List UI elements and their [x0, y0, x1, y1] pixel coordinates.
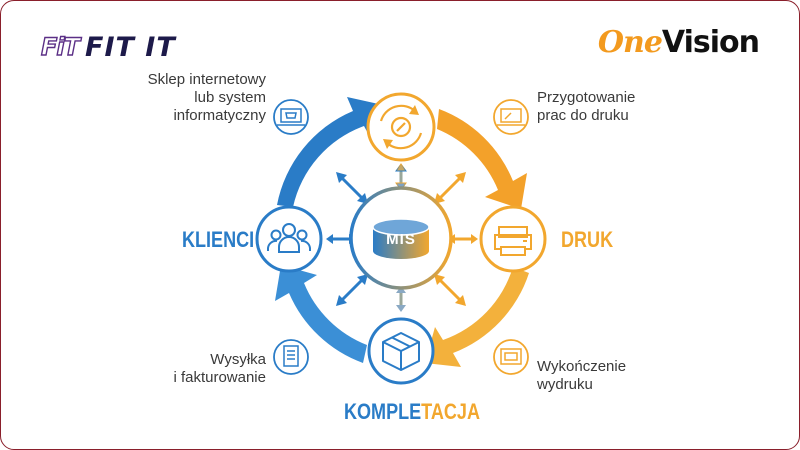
stage-label-druk: DRUK — [561, 227, 614, 252]
callout-bottom-left-line2: i fakturowanie — [173, 369, 266, 386]
arrow-mis-bottom-right — [434, 274, 466, 306]
fitit-logo-text: FIT IT — [85, 31, 176, 63]
connector-arrows — [326, 163, 478, 312]
ring-arc-bottom-left — [275, 265, 367, 363]
stage-label-kompletacja-part1: KOMPLE — [344, 399, 422, 424]
frame-finishing-icon — [500, 348, 522, 365]
callout-bottom-left: Wysyłka i fakturowanie — [131, 351, 266, 387]
laptop-shop-icon — [277, 108, 305, 126]
mis-center — [349, 186, 453, 290]
callout-top-right-line1: Przygotowanie — [537, 89, 636, 106]
node-right — [479, 205, 547, 273]
users-group-icon — [267, 223, 311, 253]
arrow-mis-bottom — [396, 286, 406, 312]
callout-top-left-line2: lub system — [194, 89, 266, 106]
package-box-icon — [382, 332, 420, 371]
callout-top-left-line1: Sklep internetowy — [147, 71, 266, 88]
ring-arc-bottom-right — [425, 267, 529, 367]
node-small-bottom-left — [273, 339, 309, 375]
onevision-logo: One Vision — [597, 25, 760, 60]
callout-bottom-left-line1: Wysyłka — [210, 351, 266, 368]
onevision-logo-vision: Vision — [661, 25, 760, 60]
arrow-mis-top-right — [434, 172, 466, 204]
node-small-bottom-right — [493, 339, 529, 375]
stage-label-klienci: KLIENCI — [182, 227, 255, 252]
stage-label-kompletacja-part2: TACJA — [421, 399, 480, 424]
stage-label-kompletacja: KOMPLETACJA — [344, 399, 480, 425]
invoice-icon — [283, 345, 299, 367]
refresh-cycle-icon — [379, 104, 423, 150]
callout-bottom-right: Wykończenie wydruku — [537, 358, 677, 394]
node-left — [255, 205, 323, 273]
cycle-ring — [275, 97, 529, 367]
node-bottom — [367, 317, 435, 385]
onevision-logo-one: One — [597, 25, 663, 60]
callout-bottom-right-line1: Wykończenie — [537, 358, 627, 375]
callout-top-right: Przygotowanie prac do druku — [537, 89, 677, 125]
fitit-logo: FiT FIT IT — [40, 29, 176, 65]
laptop-design-icon — [497, 108, 525, 126]
printer-icon — [494, 226, 532, 256]
arrow-mis-bottom-left — [336, 274, 368, 306]
mis-label: MIS — [386, 231, 416, 248]
ring-arc-top-left — [277, 97, 383, 207]
fitit-logo-mark: FiT — [40, 32, 80, 61]
callout-top-left-line3: informatyczny — [173, 107, 266, 124]
node-small-top-left — [273, 99, 309, 135]
database-icon — [372, 218, 430, 259]
node-small-top-right — [493, 99, 529, 135]
callout-bottom-right-line2: wydruku — [537, 376, 593, 393]
arrow-mis-top-left — [336, 172, 368, 204]
callout-top-right-line2: prac do druku — [537, 107, 629, 124]
ring-arc-top-right — [437, 109, 527, 209]
callout-top-left: Sklep internetowy lub system informatycz… — [131, 71, 266, 125]
node-top — [366, 92, 436, 162]
arrow-mis-top — [395, 163, 407, 191]
